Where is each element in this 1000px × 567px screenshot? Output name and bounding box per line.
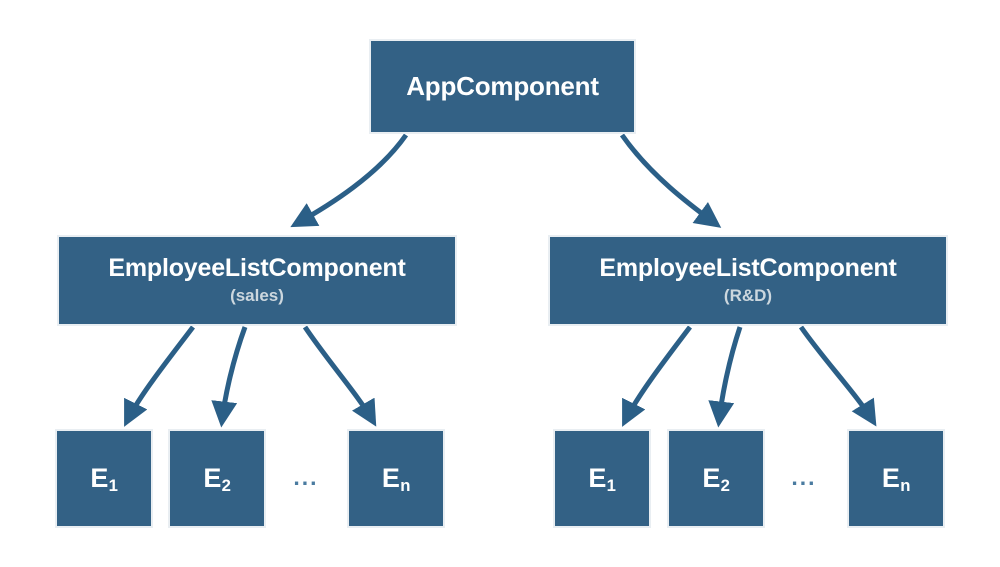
node-employee-list-component-rd[interactable]: EmployeeListComponent (R&D) [548, 235, 948, 326]
node-employee-sales-2-base: E [203, 463, 222, 493]
node-employee-sales-n-base: E [381, 463, 400, 493]
edge-rd-to-leaf-2 [708, 326, 743, 428]
node-employee-rd-2-subscript: 2 [720, 475, 730, 495]
edge-rd-to-leaf-1 [622, 325, 692, 427]
node-employee-rd-n[interactable]: En [847, 429, 945, 528]
node-employee-sales-n-label: En [381, 463, 411, 495]
edge-sales-to-leaf-n [302, 325, 377, 427]
node-employee-sales-1[interactable]: E1 [55, 429, 153, 528]
node-employee-sales-1-subscript: 1 [108, 475, 118, 495]
node-employee-sales-n[interactable]: En [347, 429, 445, 528]
node-employee-sales-2[interactable]: E2 [168, 429, 266, 528]
node-employee-rd-n-label: En [881, 463, 911, 495]
node-employee-rd-1[interactable]: E1 [553, 429, 651, 528]
node-app-component[interactable]: AppComponent [369, 39, 636, 134]
node-app-component-title: AppComponent [406, 71, 599, 102]
node-employee-list-component-sales[interactable]: EmployeeListComponent (sales) [57, 235, 457, 326]
node-employee-list-component-sales-title: EmployeeListComponent [108, 254, 406, 283]
node-employee-rd-1-label: E1 [588, 463, 616, 495]
node-employee-sales-2-subscript: 2 [221, 475, 231, 495]
node-employee-rd-2-base: E [702, 463, 721, 493]
node-employee-rd-1-base: E [588, 463, 607, 493]
node-employee-rd-2-label: E2 [702, 463, 730, 495]
node-employee-rd-n-base: E [881, 463, 900, 493]
ellipsis-sales: ... [293, 464, 319, 490]
node-employee-list-component-rd-title: EmployeeListComponent [599, 254, 897, 283]
node-employee-rd-1-subscript: 1 [606, 475, 616, 495]
edge-sales-to-leaf-1 [124, 325, 195, 427]
node-employee-sales-2-label: E2 [203, 463, 231, 495]
node-employee-list-component-sales-subtitle: (sales) [230, 285, 284, 305]
edge-rd-to-leaf-n [798, 325, 877, 427]
node-employee-rd-2[interactable]: E2 [667, 429, 765, 528]
edge-sales-to-leaf-2 [211, 326, 248, 428]
node-employee-sales-1-label: E1 [90, 463, 118, 495]
edge-app-to-sales [290, 133, 409, 228]
ellipsis-rd: ... [791, 464, 817, 490]
node-employee-sales-n-subscript: n [400, 475, 411, 495]
node-employee-list-component-rd-subtitle: (R&D) [723, 285, 773, 305]
node-employee-sales-1-base: E [90, 463, 109, 493]
node-employee-rd-n-subscript: n [900, 475, 911, 495]
edge-app-to-rd [619, 133, 722, 228]
